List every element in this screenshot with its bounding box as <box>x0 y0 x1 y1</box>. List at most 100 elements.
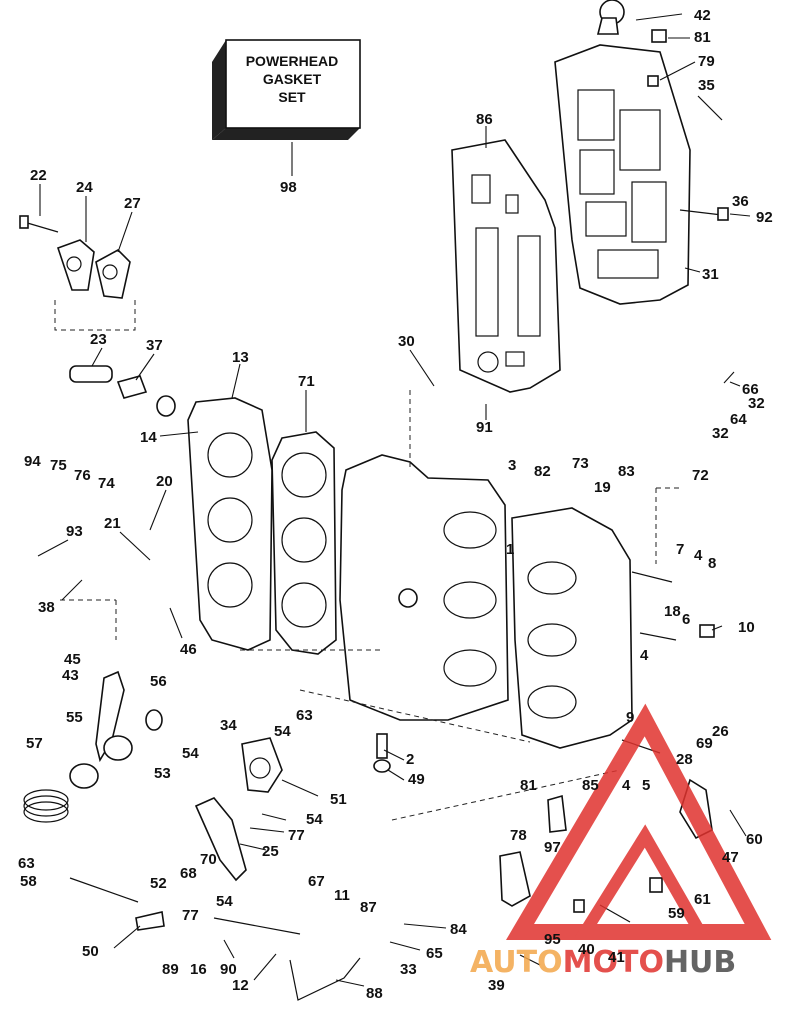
callout-39: 39 <box>488 977 505 994</box>
callout-13: 13 <box>232 349 249 366</box>
callout-72: 72 <box>692 467 709 484</box>
callout-33: 33 <box>400 961 417 978</box>
callout-86: 86 <box>476 111 493 128</box>
callout-74: 74 <box>98 475 115 492</box>
gasket-set-line-2: GASKET <box>263 71 322 87</box>
callout-95: 95 <box>544 931 561 948</box>
callout-4-middle: 4 <box>640 647 649 664</box>
leader-lines <box>37 13 751 987</box>
watermark-moto: MOTO <box>563 945 664 980</box>
exhaust-cover <box>554 0 729 305</box>
callout-32-lower: 32 <box>712 425 729 442</box>
callout-34: 34 <box>220 717 237 734</box>
callout-60: 60 <box>746 831 763 848</box>
callout-68: 68 <box>180 865 197 882</box>
callout-38: 38 <box>38 599 55 616</box>
callout-91: 91 <box>476 419 493 436</box>
callout-81: 81 <box>694 29 711 46</box>
callout-58: 58 <box>20 873 37 890</box>
callout-75: 75 <box>50 457 67 474</box>
callout-71: 71 <box>298 373 315 390</box>
callout-63-lower: 63 <box>18 855 35 872</box>
callout-14: 14 <box>140 429 157 446</box>
callout-49: 49 <box>408 771 425 788</box>
callout-73: 73 <box>572 455 589 472</box>
watermark-auto: AUTO <box>470 945 563 980</box>
callout-4-lower: 4 <box>622 777 631 794</box>
callout-27: 27 <box>124 195 141 212</box>
callout-65: 65 <box>426 945 443 962</box>
callout-66: 66 <box>742 381 759 398</box>
callout-41: 41 <box>608 949 625 966</box>
callout-87: 87 <box>360 899 377 916</box>
callout-53: 53 <box>154 765 171 782</box>
callout-94: 94 <box>24 453 41 470</box>
callout-56: 56 <box>150 673 167 690</box>
callout-10: 10 <box>738 619 755 636</box>
callout-54-lower: 54 <box>216 893 233 910</box>
callout-11: 11 <box>334 887 350 904</box>
callout-6: 6 <box>682 611 690 628</box>
callout-61: 61 <box>694 891 711 908</box>
callout-76: 76 <box>74 467 91 484</box>
callout-78: 78 <box>510 827 527 844</box>
callout-51: 51 <box>330 791 347 808</box>
thermostat-group <box>19 215 176 417</box>
callout-63-upper: 63 <box>296 707 313 724</box>
callout-45: 45 <box>64 651 81 668</box>
callout-54-middle: 54 <box>306 811 323 828</box>
callout-5: 5 <box>642 777 650 794</box>
watermark-hub: HUB <box>664 945 736 980</box>
callout-81-lower: 81 <box>520 777 537 794</box>
callout-40: 40 <box>578 941 595 958</box>
callout-89: 89 <box>162 961 179 978</box>
callout-97: 97 <box>544 839 561 856</box>
callout-98: 98 <box>280 179 297 196</box>
callout-18: 18 <box>664 603 681 620</box>
callout-47: 47 <box>722 849 739 866</box>
callout-54-upper: 54 <box>274 723 291 740</box>
callout-79: 79 <box>698 53 715 70</box>
callout-4-upper: 4 <box>694 547 703 564</box>
callout-46: 46 <box>180 641 197 658</box>
spring-57 <box>23 789 69 823</box>
callout-70: 70 <box>200 851 217 868</box>
callout-8: 8 <box>708 555 716 572</box>
callout-37: 37 <box>146 337 163 354</box>
callout-92: 92 <box>756 209 773 226</box>
watermark: AUTOMOTOHUB <box>470 703 772 980</box>
callout-57: 57 <box>26 735 43 752</box>
callout-84: 84 <box>450 921 467 938</box>
callout-55: 55 <box>66 709 83 726</box>
callout-43: 43 <box>62 667 79 684</box>
callout-2: 2 <box>406 751 414 768</box>
callout-35: 35 <box>698 77 715 94</box>
callout-26: 26 <box>712 723 729 740</box>
callout-12: 12 <box>232 977 249 994</box>
gasket-set-line-1: POWERHEAD <box>246 53 339 69</box>
callout-77-upper: 77 <box>288 827 305 844</box>
svg-text:AUTOMOTOHUB: AUTOMOTOHUB <box>470 945 736 980</box>
callout-labels: 42 81 79 35 86 36 92 31 98 22 24 27 23 3… <box>18 7 773 1002</box>
callout-3: 3 <box>508 457 516 474</box>
callout-9: 9 <box>626 709 634 726</box>
cylinder-head <box>187 397 273 651</box>
callout-85: 85 <box>582 777 599 794</box>
callout-82: 82 <box>534 463 551 480</box>
callout-93: 93 <box>66 523 83 540</box>
callout-19: 19 <box>594 479 611 496</box>
gasket-set-box: POWERHEAD GASKET SET <box>212 39 361 176</box>
callout-90: 90 <box>220 961 237 978</box>
callout-54-left: 54 <box>182 745 199 762</box>
callout-42: 42 <box>694 7 711 24</box>
callout-16: 16 <box>190 961 207 978</box>
head-gasket <box>271 431 337 655</box>
throttle-linkage <box>23 670 361 1001</box>
callout-21: 21 <box>104 515 121 532</box>
callout-32-upper: 32 <box>748 395 765 412</box>
callout-30: 30 <box>398 333 415 350</box>
callout-59: 59 <box>668 905 685 922</box>
callout-25: 25 <box>262 843 279 860</box>
callout-7: 7 <box>676 541 684 558</box>
